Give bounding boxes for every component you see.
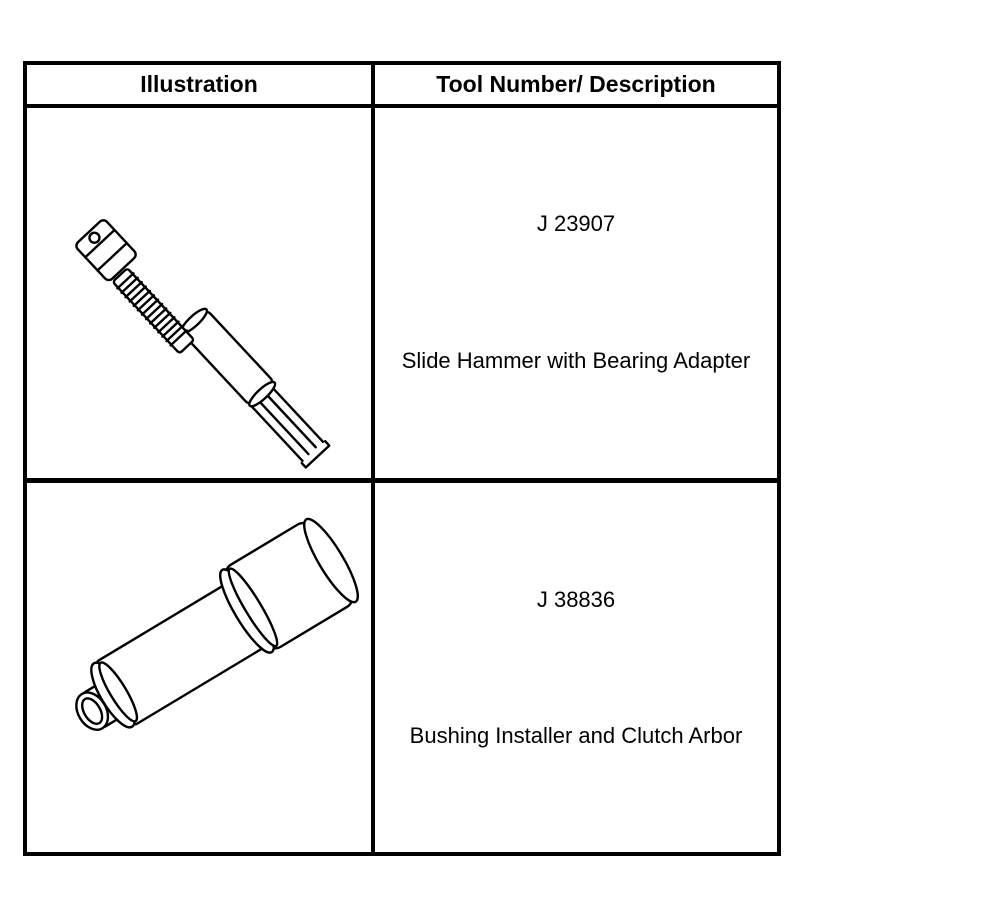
- tool-number-2: J 38836: [536, 587, 616, 612]
- tool-description-1: Slide Hammer with Bearing Adapter: [401, 348, 751, 373]
- tool-table: Illustration Tool Number/ Description: [23, 61, 781, 856]
- column-divider: [371, 65, 375, 852]
- header-tool-description: Tool Number/ Description: [436, 71, 716, 97]
- bushing-installer-icon: [75, 517, 359, 731]
- illustration-cell-2: [27, 483, 371, 852]
- header-illustration: Illustration: [140, 71, 258, 97]
- tool-number-1: J 23907: [536, 211, 616, 236]
- tool-description-2: Bushing Installer and Clutch Arbor: [409, 723, 743, 748]
- slide-hammer-icon: [75, 219, 331, 469]
- row-divider: [27, 478, 777, 483]
- header-divider: [27, 104, 777, 108]
- illustration-cell-1: [27, 108, 371, 478]
